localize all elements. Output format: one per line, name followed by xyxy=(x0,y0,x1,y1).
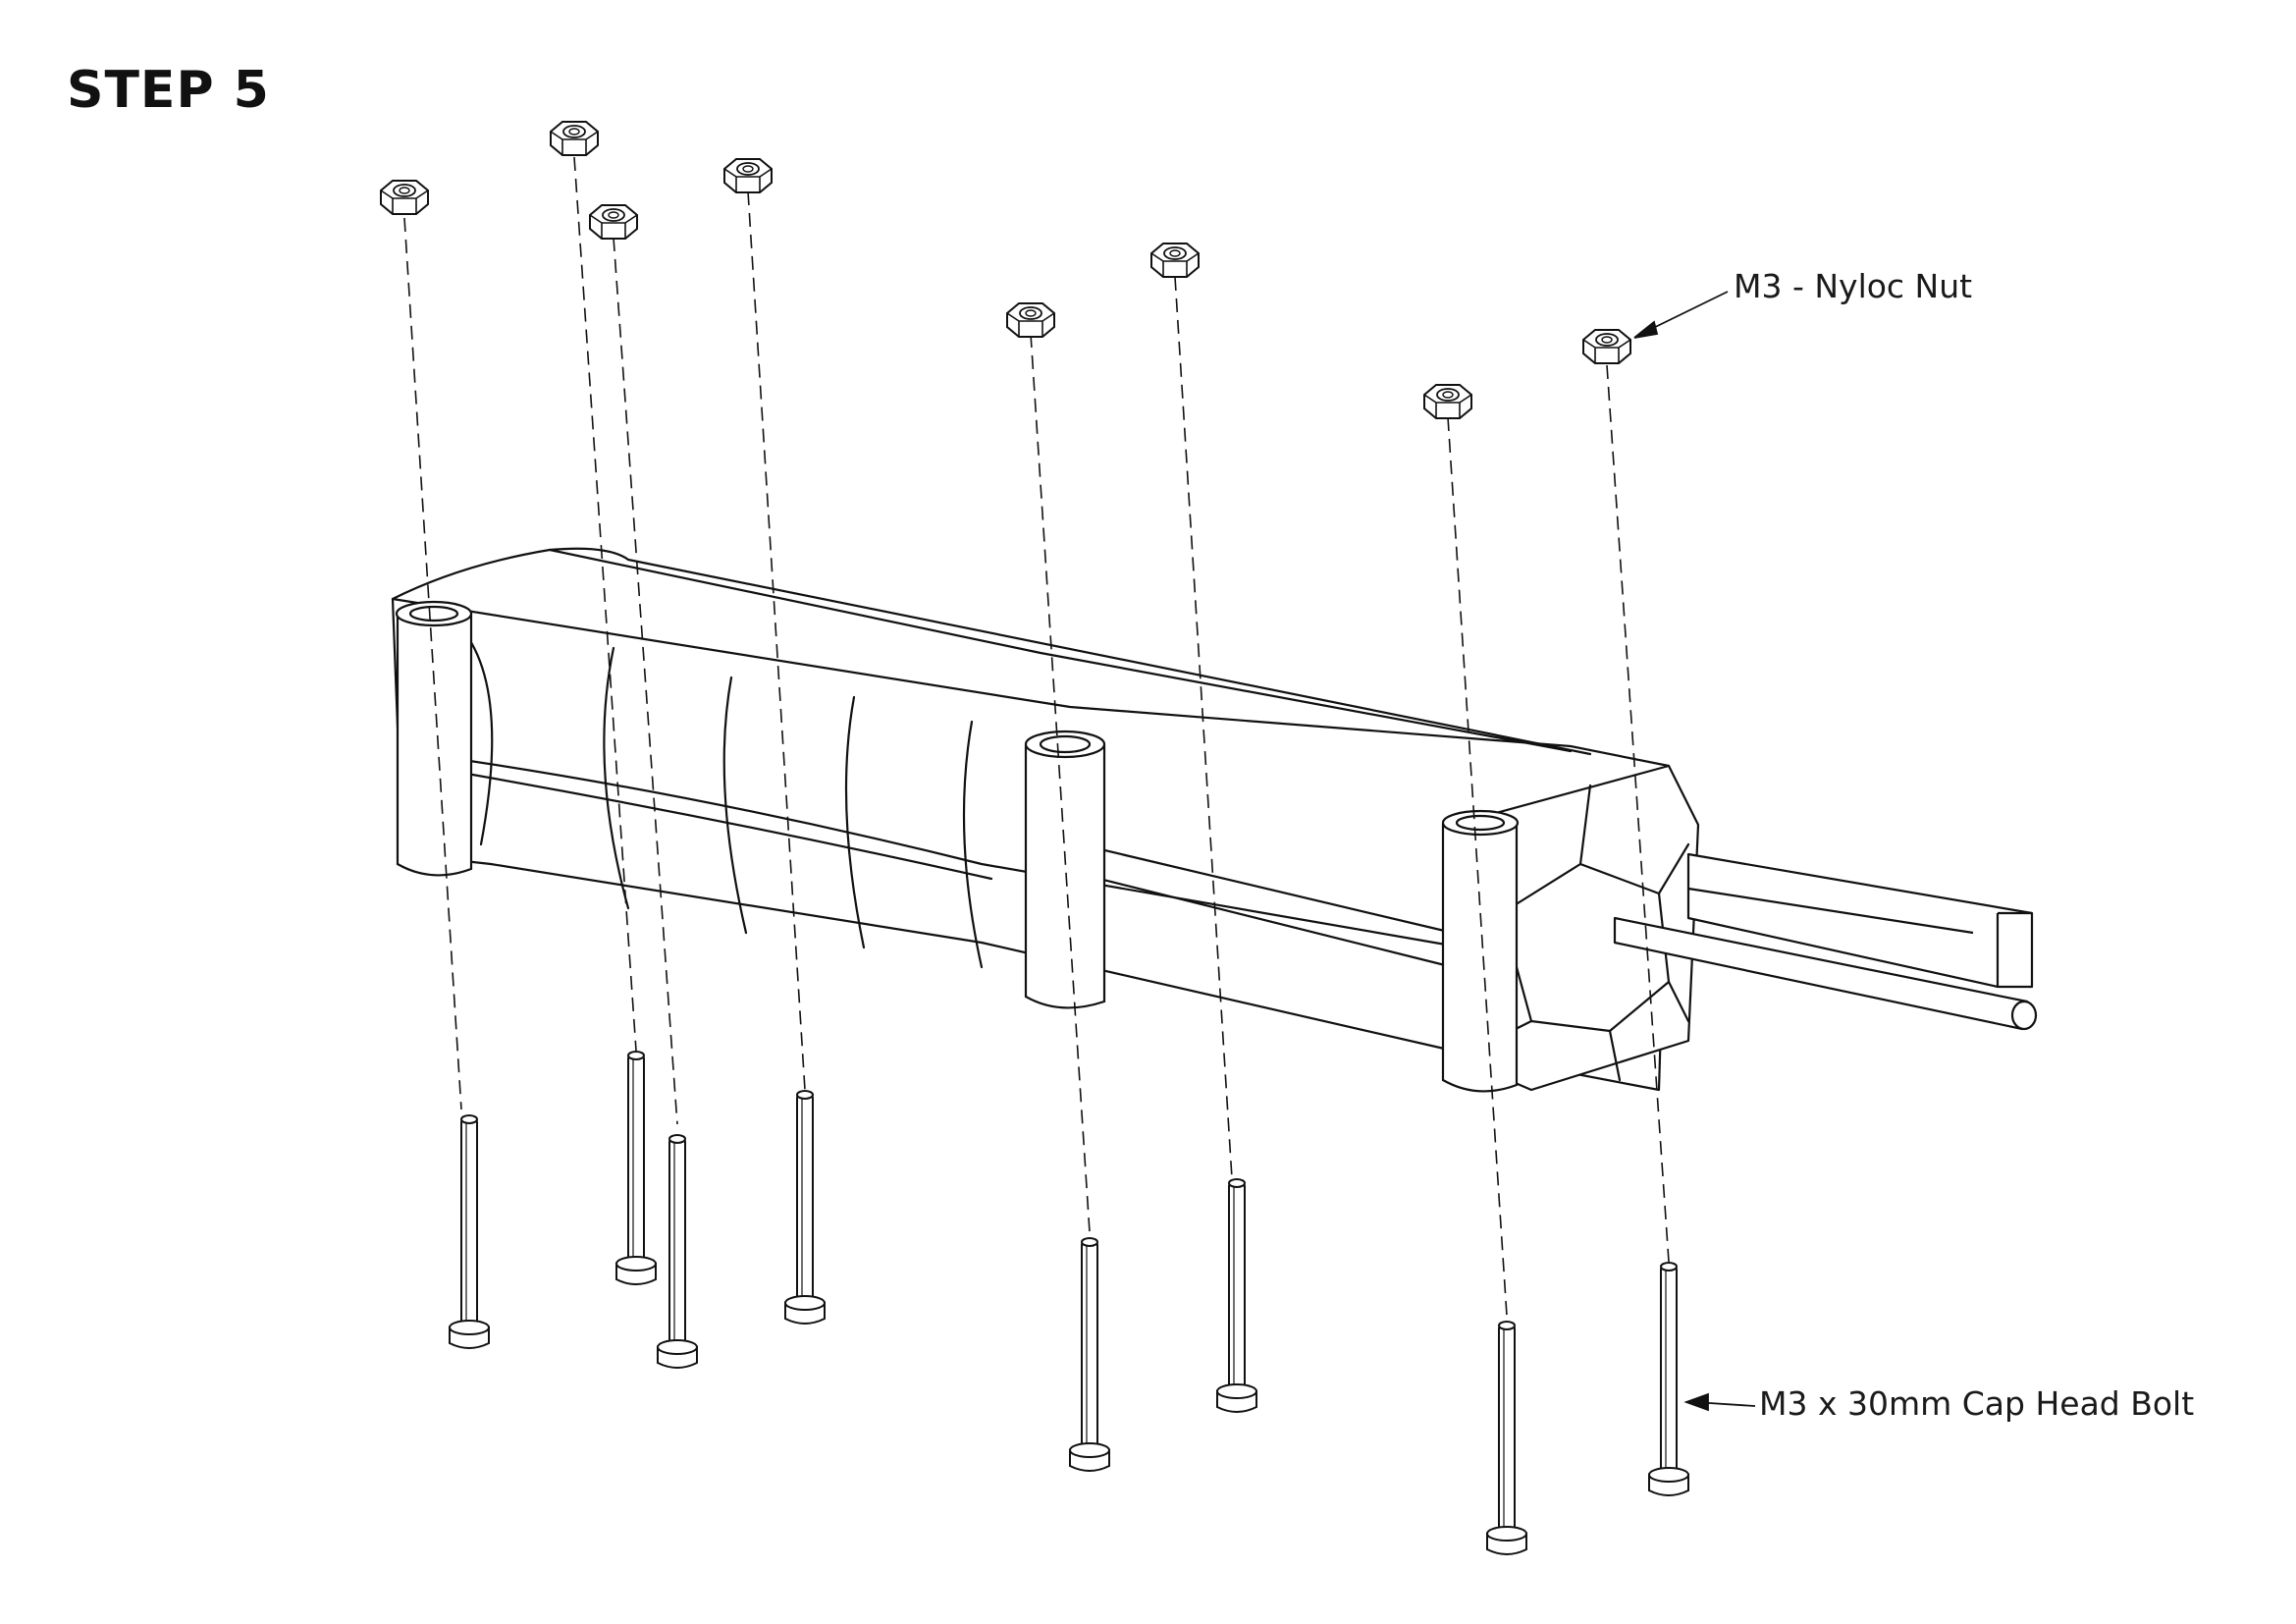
cap-head-bolt xyxy=(1648,1262,1689,1496)
bolt-callout-label: M3 x 30mm Cap Head Bolt xyxy=(1759,1384,2195,1423)
explosion-guide-lines xyxy=(403,156,1670,1317)
nyloc-nut xyxy=(723,158,773,193)
nyloc-nut xyxy=(589,204,638,240)
cap-head-bolt xyxy=(449,1114,490,1349)
cap-head-bolt xyxy=(615,1051,657,1285)
nyloc-nut xyxy=(380,180,429,215)
nyloc-nut xyxy=(1150,243,1200,278)
nyloc-nuts xyxy=(380,121,1631,419)
step-title: STEP 5 xyxy=(67,61,270,120)
housing-posts xyxy=(395,600,1520,1093)
nyloc-nut xyxy=(1423,384,1472,419)
cap-head-bolt xyxy=(1069,1237,1110,1472)
cap-head-bolt xyxy=(1216,1178,1257,1413)
nyloc-nut xyxy=(1006,302,1055,338)
cap-head-bolt xyxy=(657,1134,698,1369)
shaft-and-bar xyxy=(1613,852,2038,1031)
cap-head-bolt xyxy=(784,1090,826,1325)
nyloc-nut xyxy=(1582,329,1631,364)
nut-leader-arrow xyxy=(1633,320,1659,339)
bolt-leader-arrow xyxy=(1683,1392,1709,1412)
callout-leaders xyxy=(1633,291,1756,1412)
nut-callout-label: M3 - Nyloc Nut xyxy=(1734,267,1973,305)
cap-head-bolts xyxy=(449,1051,1689,1555)
cap-head-bolt xyxy=(1486,1321,1527,1555)
nyloc-nut xyxy=(550,121,599,156)
